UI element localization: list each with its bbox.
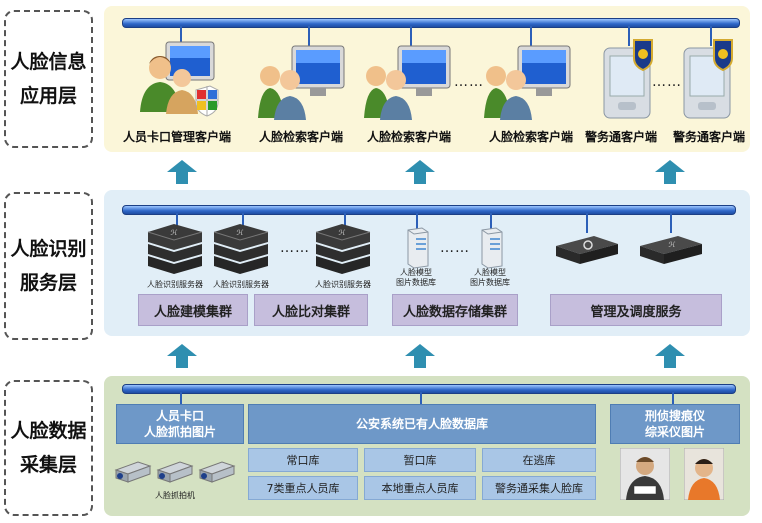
- group-face-storage-cluster: 人脸数据存储集群: [392, 294, 518, 326]
- server-rack-icon: ℋ: [213, 224, 269, 274]
- client-workstation-icon: [484, 45, 571, 120]
- ellipsis: ……: [440, 240, 470, 256]
- capture-camera-icon: [114, 461, 236, 483]
- storage-label: 人脸模型 图片数据库: [470, 268, 510, 287]
- client-workstation-icon: [140, 41, 219, 117]
- layer-label-line: 人脸信息: [10, 51, 87, 73]
- client-workstation-icon: [364, 45, 451, 120]
- connector-line: [344, 213, 346, 229]
- camera-label: 人脸抓拍机: [155, 491, 195, 500]
- police-database-box: 公安系统已有人脸数据库: [248, 404, 596, 444]
- network-switch-icon: ℋ: [640, 236, 702, 264]
- svg-text:ℋ: ℋ: [669, 241, 676, 249]
- group-face-modeling-cluster: 人脸建模集群: [138, 294, 248, 326]
- server-rack-icon: ℋ: [315, 224, 371, 274]
- server-rack-icon: ℋ: [147, 224, 203, 274]
- network-switch-icon: [556, 236, 618, 264]
- connector-line: [586, 213, 588, 233]
- group-face-comparison-cluster: 人脸比对集群: [254, 294, 368, 326]
- svg-text:ℋ: ℋ: [171, 229, 178, 237]
- connector-line: [176, 213, 178, 229]
- mugshot-photo-icon: [620, 448, 670, 500]
- server-label: 人脸识别服务器: [147, 280, 203, 289]
- client-label: 人员卡口管理客户端: [122, 130, 231, 144]
- layer-label-service: 人脸识别 服务层: [4, 192, 93, 340]
- layer-label-line: 人脸识别: [10, 238, 87, 260]
- db-item: 常口库: [248, 448, 358, 472]
- connector-line: [530, 26, 532, 46]
- db-item: 在逃库: [482, 448, 596, 472]
- storage-label: 人脸模型 图片数据库: [396, 268, 436, 287]
- server-label: 人脸识别服务器: [315, 280, 371, 289]
- connector-line: [416, 213, 418, 229]
- client-label: 警务通客户端: [672, 130, 745, 144]
- up-arrow-icon: [655, 344, 685, 368]
- db-item: 警务通采集人脸库: [482, 476, 596, 500]
- connector-line: [180, 26, 182, 46]
- checkpoint-capture-box: 人员卡口 人脸抓拍图片: [116, 404, 244, 444]
- storage-tower-icon: [481, 227, 503, 269]
- connector-line: [180, 392, 182, 404]
- connector-line: [308, 26, 310, 46]
- layer-label-line: 采集层: [19, 454, 77, 476]
- connector-line: [670, 213, 672, 233]
- layer-label-collection: 人脸数据 采集层: [4, 380, 93, 516]
- db-item: 暂口库: [364, 448, 476, 472]
- client-workstation-icon: [258, 45, 345, 120]
- pda-client-icon: [603, 39, 653, 119]
- client-label: 警务通客户端: [584, 130, 657, 144]
- svg-text:ℋ: ℋ: [339, 229, 346, 237]
- connector-line: [672, 392, 674, 404]
- db-item: 7类重点人员库: [248, 476, 358, 500]
- service-bus: [122, 205, 736, 215]
- ellipsis: ……: [280, 240, 310, 256]
- up-arrow-icon: [167, 344, 197, 368]
- connector-line: [410, 26, 412, 46]
- ellipsis: ……: [652, 74, 682, 90]
- storage-tower-icon: [407, 227, 429, 269]
- connector-line: [420, 392, 422, 404]
- pda-client-icon: [683, 39, 733, 119]
- application-bus: [122, 18, 740, 28]
- svg-text:ℋ: ℋ: [237, 229, 244, 237]
- mugshot-photo-icon: [684, 448, 724, 500]
- connector-line: [710, 26, 712, 46]
- connector-line: [490, 213, 492, 229]
- connector-line: [628, 26, 630, 46]
- client-label: 人脸检索客户端: [488, 130, 573, 144]
- layer-label-line: 应用层: [19, 85, 77, 107]
- up-arrow-icon: [405, 160, 435, 184]
- layer-label-application: 人脸信息 应用层: [4, 10, 93, 148]
- criminal-trace-box: 刑侦搜痕仪 综采仪图片: [610, 404, 740, 444]
- up-arrow-icon: [167, 160, 197, 184]
- client-label: 人脸检索客户端: [258, 130, 343, 144]
- db-item: 本地重点人员库: [364, 476, 476, 500]
- layer-label-line: 服务层: [19, 272, 77, 294]
- client-label: 人脸检索客户端: [366, 130, 451, 144]
- connector-line: [242, 213, 244, 229]
- server-label: 人脸识别服务器: [213, 280, 269, 289]
- up-arrow-icon: [655, 160, 685, 184]
- layer-label-line: 人脸数据: [10, 420, 87, 442]
- group-management-service: 管理及调度服务: [550, 294, 722, 326]
- collection-bus: [122, 384, 736, 394]
- ellipsis: ……: [454, 74, 484, 90]
- up-arrow-icon: [405, 344, 435, 368]
